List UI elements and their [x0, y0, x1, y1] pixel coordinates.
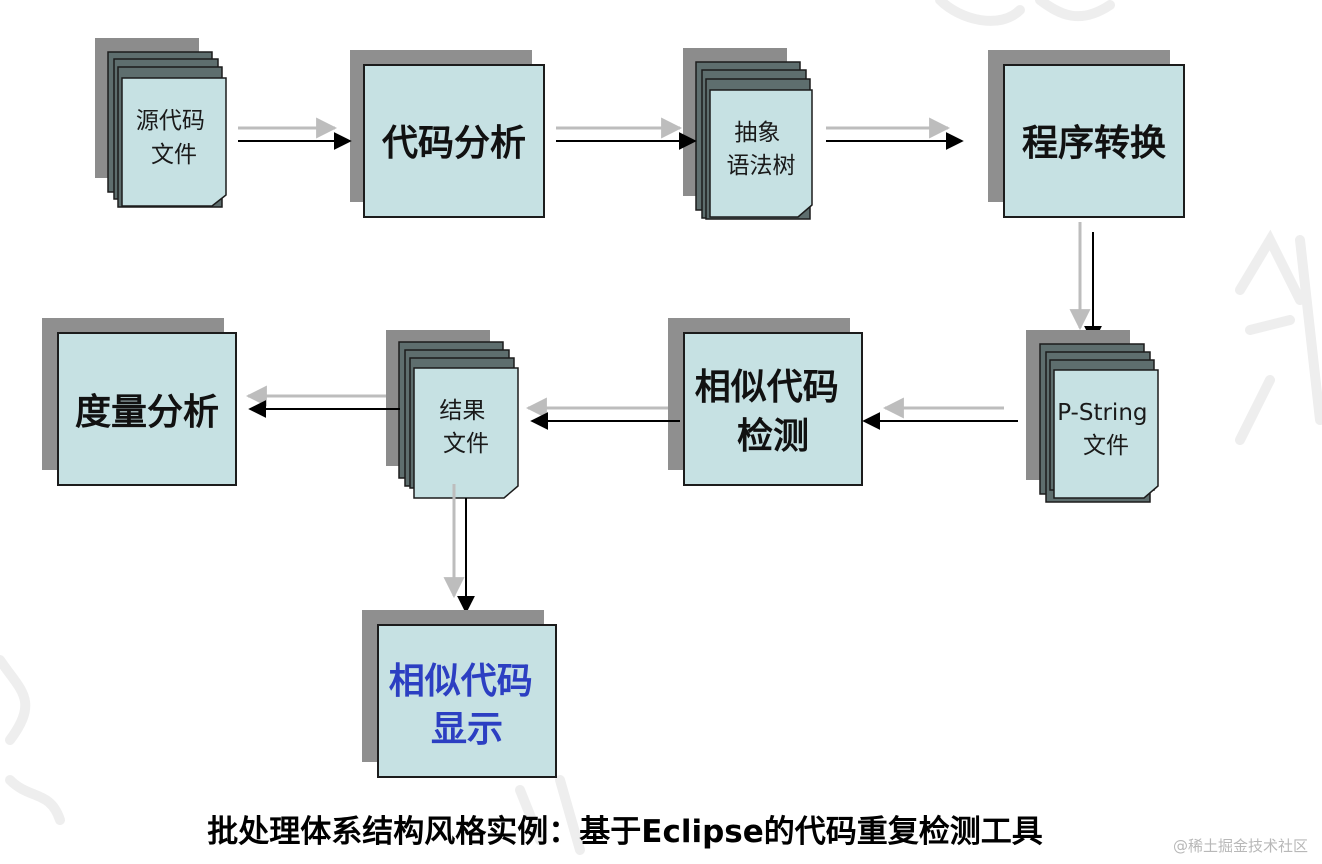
- svg-text:相似代码 检测: 相似代码 检测: [695, 367, 852, 457]
- pstring-file-node: P-String 文件: [1026, 330, 1159, 503]
- ast-label-line2: 语法树: [727, 153, 796, 179]
- result-file-label-line2: 文件: [443, 431, 489, 457]
- code-analysis-label: 代码分析: [381, 123, 526, 164]
- svg-text:结果 文件: 结果 文件: [439, 398, 492, 457]
- svg-text:P-String 文件: P-String 文件: [1057, 400, 1155, 459]
- metric-analysis-label: 度量分析: [75, 392, 219, 433]
- similar-display-label-line1: 相似代码: [389, 661, 533, 702]
- svg-text:抽象 语法树: 抽象 语法树: [727, 120, 796, 179]
- source-code-file-label-line2: 文件: [151, 142, 197, 168]
- pstring-file-label-line2: 文件: [1083, 433, 1129, 459]
- similar-detection-label-line1: 相似代码: [695, 367, 839, 408]
- result-file-label-line1: 结果: [439, 398, 485, 424]
- figure-caption: 批处理体系结构风格实例：基于Eclipse的代码重复检测工具: [207, 814, 1043, 850]
- ast-node: 抽象 语法树: [683, 48, 813, 220]
- code-analysis-node: 代码分析: [350, 50, 545, 218]
- svg-text:源代码 文件: 源代码 文件: [136, 108, 212, 168]
- result-file-node: 结果 文件: [386, 330, 519, 499]
- program-transform-node: 程序转换: [988, 50, 1185, 218]
- similar-display-node: 相似代码 显示: [362, 610, 557, 778]
- site-watermark: @稀土掘金技术社区: [1172, 837, 1308, 855]
- similar-detection-node: 相似代码 检测: [668, 318, 863, 486]
- source-code-file-node: 源代码 文件: [95, 38, 227, 208]
- ast-label-line1: 抽象: [734, 120, 780, 146]
- similar-display-label-line2: 显示: [431, 709, 503, 750]
- source-code-file-label-line1: 源代码: [136, 108, 205, 134]
- program-transform-label: 程序转换: [1022, 123, 1166, 164]
- similar-detection-label-line2: 检测: [737, 416, 809, 457]
- svg-text:相似代码 显示: 相似代码 显示: [389, 661, 546, 750]
- pstring-file-label-line1: P-String: [1057, 400, 1147, 426]
- metric-analysis-node: 度量分析: [42, 318, 237, 486]
